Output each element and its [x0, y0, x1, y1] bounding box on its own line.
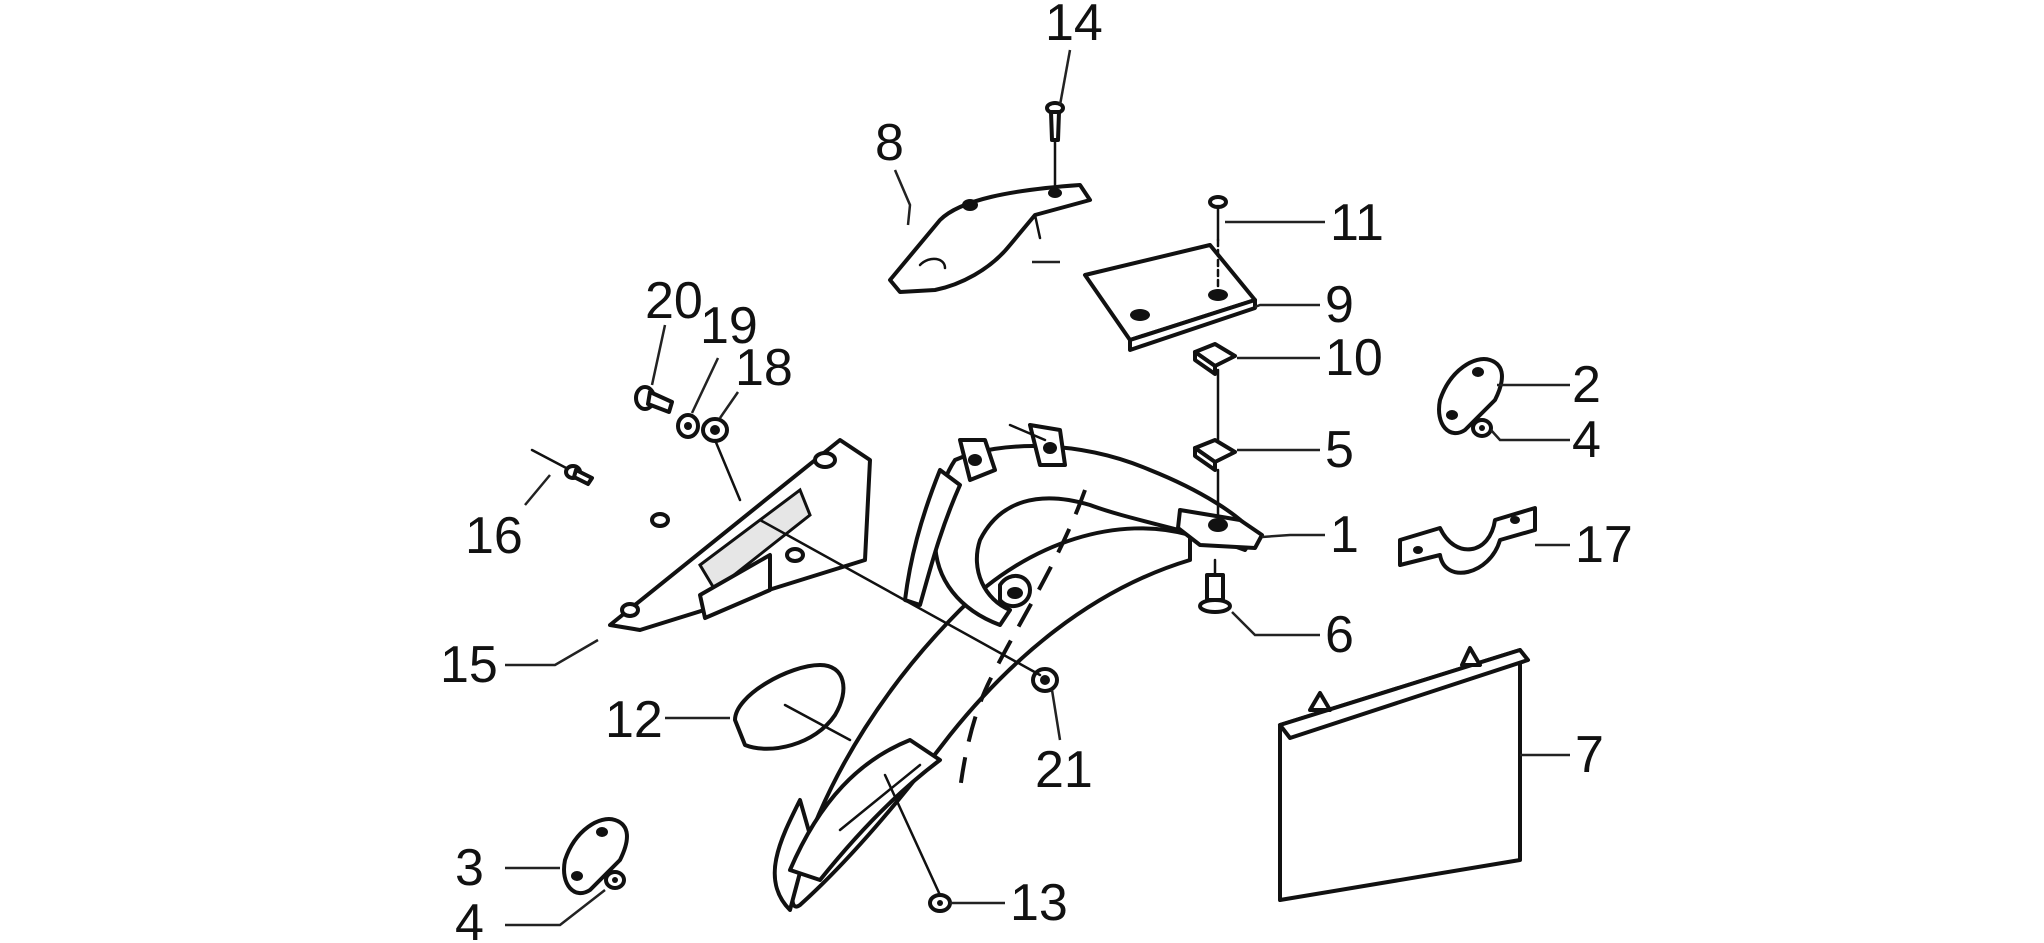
callout-3: 3: [455, 839, 484, 897]
part-4-washer-upper: [1471, 418, 1493, 438]
part-19-washer: [676, 413, 700, 439]
callout-11: 11: [1330, 194, 1384, 252]
part-7-number-plate: [1278, 646, 1530, 902]
callout-15: 15: [440, 636, 498, 694]
part-13-washer: [928, 893, 952, 913]
callout-12: 12: [605, 691, 663, 749]
part-4-washer-lower: [604, 870, 626, 890]
assembly-lines: [713, 368, 1220, 897]
part-14-screw: [1045, 101, 1065, 187]
callout-1: 1: [1330, 506, 1359, 564]
callout-21: 21: [1035, 741, 1093, 799]
part-18-washer: [701, 417, 729, 443]
part-8-light-bracket: [888, 183, 1092, 294]
callout-10: 10: [1325, 329, 1383, 387]
part-1-rear-mudguard: [772, 423, 1264, 912]
part-10-clip: [1193, 342, 1237, 376]
callout-6: 6: [1325, 606, 1354, 664]
part-5-clip-nut: [1193, 438, 1237, 472]
callout-16: 16: [465, 507, 523, 565]
part-11-screw: [1208, 195, 1228, 292]
callout-18: 18: [735, 339, 793, 397]
callout-9: 9: [1325, 276, 1354, 334]
callout-19: 19: [700, 297, 758, 355]
leader-lines: [505, 49, 1570, 927]
part-17-clamp: [1398, 506, 1537, 575]
part-12-oval-reflector: [733, 663, 852, 751]
callout-4-upper: 4: [1572, 411, 1601, 469]
part-2-reflector: [1437, 357, 1504, 436]
part-9-lamp-cover: [1083, 243, 1257, 352]
callout-8: 8: [875, 114, 904, 172]
part-16-rivet: [530, 448, 594, 486]
part-15-plate-holder: [608, 438, 872, 632]
callout-7: 7: [1575, 726, 1604, 784]
part-3-reflector: [562, 817, 629, 896]
part-20-bolt: [634, 385, 674, 414]
callout-20: 20: [645, 272, 703, 330]
callout-5: 5: [1325, 421, 1354, 479]
callout-14: 14: [1045, 0, 1103, 52]
callout-labels: 1 2 4 5 6 7 8 9 10 11 12 13 14 15 16 17 …: [440, 0, 1633, 943]
callout-17: 17: [1575, 516, 1633, 574]
callout-4-lower: 4: [455, 894, 484, 943]
part-6-screw: [1198, 558, 1232, 614]
callout-13: 13: [1010, 874, 1068, 932]
callout-2: 2: [1572, 356, 1601, 414]
